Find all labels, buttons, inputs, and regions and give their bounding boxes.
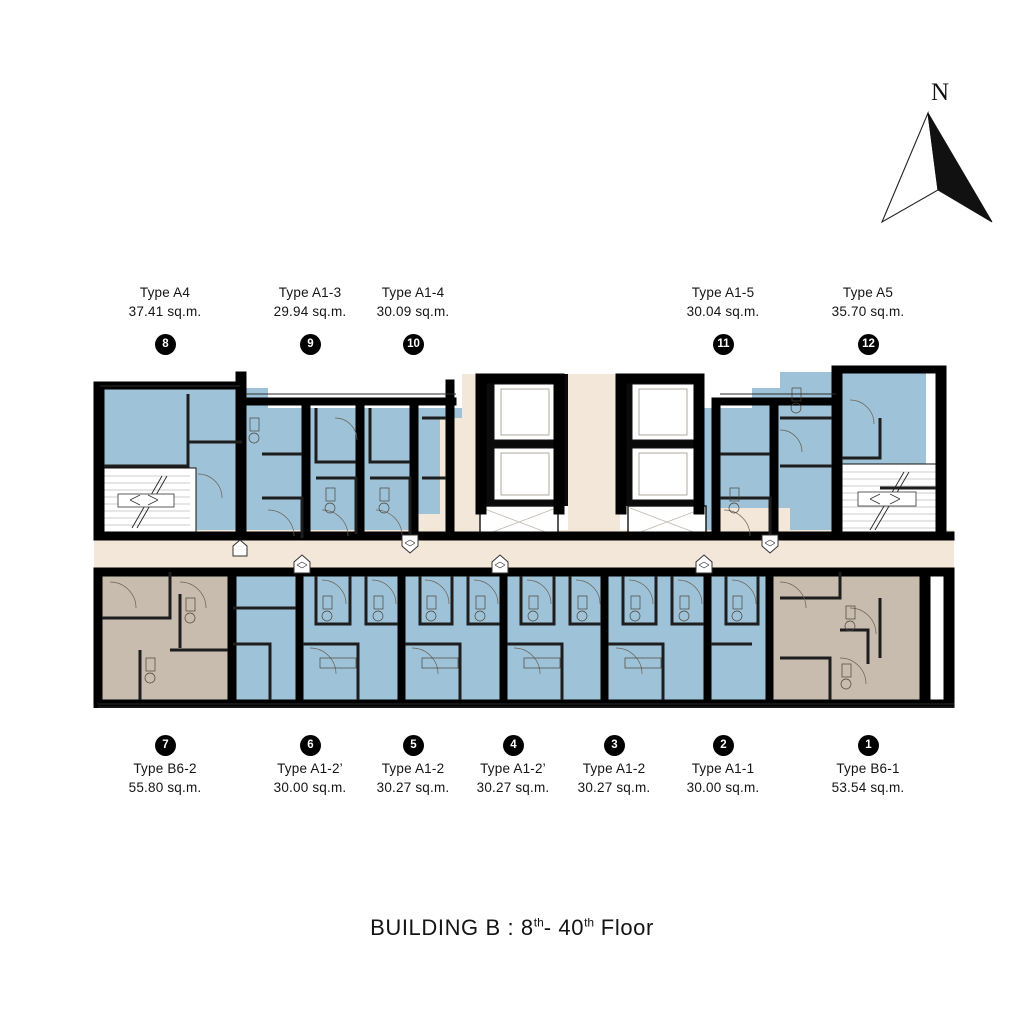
unit-marker-4[interactable]: 4	[503, 735, 524, 756]
title-suffix: Floor	[594, 915, 654, 940]
unit-callout-9: Type A1-3 29.94 sq.m.	[230, 283, 390, 321]
title-mid: - 40	[543, 915, 585, 940]
unit-area-label: 29.94 sq.m.	[273, 304, 347, 319]
unit-area-label: 30.27 sq.m.	[376, 780, 450, 795]
unit-callout-5: Type A1-2 30.27 sq.m.	[333, 759, 493, 797]
unit-area-label: 37.41 sq.m.	[128, 304, 202, 319]
unit-type-label: Type A5	[842, 285, 894, 300]
west-stair-core	[95, 467, 197, 535]
sheet-title: BUILDING B : 8th- 40th Floor	[0, 915, 1024, 941]
unit-area-label: 35.70 sq.m.	[831, 304, 905, 319]
unit-callout-4: Type A1-2’ 30.27 sq.m.	[433, 759, 593, 797]
unit-marker-2[interactable]: 2	[713, 735, 734, 756]
door-swings	[109, 399, 877, 685]
unit-marker-5[interactable]: 5	[403, 735, 424, 756]
unit-callout-12: Type A5 35.70 sq.m.	[788, 283, 948, 321]
unit-type-label: Type A4	[139, 285, 191, 300]
unit-type-label: Type A1-3	[278, 285, 342, 300]
unit-callout-2: Type A1-1 30.00 sq.m.	[643, 759, 803, 797]
unit-type-label: Type A1-4	[381, 285, 445, 300]
unit-marker-10[interactable]: 10	[403, 334, 424, 355]
unit-type-label: Type A1-2’	[480, 761, 546, 776]
window-mullions	[98, 385, 954, 708]
north-arrow: N	[880, 80, 1000, 225]
unit-type-label: Type B6-1	[836, 761, 900, 776]
unit-area-label: 53.54 sq.m.	[831, 780, 905, 795]
unit-callout-3: Type A1-2 30.27 sq.m.	[534, 759, 694, 797]
unit-marker-8[interactable]: 8	[155, 334, 176, 355]
unit-callout-8: Type A4 37.41 sq.m.	[85, 283, 245, 321]
unit-area-label: 30.04 sq.m.	[686, 304, 760, 319]
unit-callout-1: Type B6-1 53.54 sq.m.	[788, 759, 948, 797]
north-arrow-label: N	[930, 79, 950, 106]
title-sup-1: th	[533, 915, 544, 930]
unit-marker-1[interactable]: 1	[858, 735, 879, 756]
unit-area-label: 30.27 sq.m.	[577, 780, 651, 795]
unit-type-label: Type A1-2’	[277, 761, 343, 776]
elevator-core	[479, 374, 707, 542]
fixtures	[144, 387, 856, 690]
unit-marker-3[interactable]: 3	[604, 735, 625, 756]
unit-marker-9[interactable]: 9	[300, 334, 321, 355]
unit-type-label: Type A1-2	[582, 761, 646, 776]
unit-callout-11: Type A1-5 30.04 sq.m.	[643, 283, 803, 321]
title-prefix: BUILDING B : 8	[370, 915, 534, 940]
north-arrow-glyph	[880, 110, 993, 224]
unit-area-label: 30.00 sq.m.	[273, 780, 347, 795]
unit-type-label: Type A1-1	[691, 761, 755, 776]
unit-marker-12[interactable]: 12	[858, 334, 879, 355]
unit-type-label: Type A1-5	[691, 285, 755, 300]
unit-area-label: 55.80 sq.m.	[128, 780, 202, 795]
title-sup-2: th	[584, 915, 595, 930]
unit-marker-6[interactable]: 6	[300, 735, 321, 756]
unit-callout-7: Type B6-2 55.80 sq.m.	[85, 759, 245, 797]
interior-partitions	[102, 394, 936, 700]
unit-area-label: 30.09 sq.m.	[376, 304, 450, 319]
floor-plan-drawing	[93, 365, 955, 708]
unit-area-label: 30.00 sq.m.	[686, 780, 760, 795]
unit-marker-11[interactable]: 11	[713, 334, 734, 355]
unit-marker-7[interactable]: 7	[155, 735, 176, 756]
lower-wing-corner-unit-fills	[98, 572, 922, 708]
unit-entry-tags	[232, 534, 779, 574]
unit-type-label: Type B6-2	[133, 761, 197, 776]
east-stair-core	[835, 463, 947, 541]
unit-callout-10: Type A1-4 30.09 sq.m.	[333, 283, 493, 321]
unit-area-label: 30.27 sq.m.	[476, 780, 550, 795]
unit-callout-6: Type A1-2’ 30.00 sq.m.	[230, 759, 390, 797]
unit-type-label: Type A1-2	[381, 761, 445, 776]
